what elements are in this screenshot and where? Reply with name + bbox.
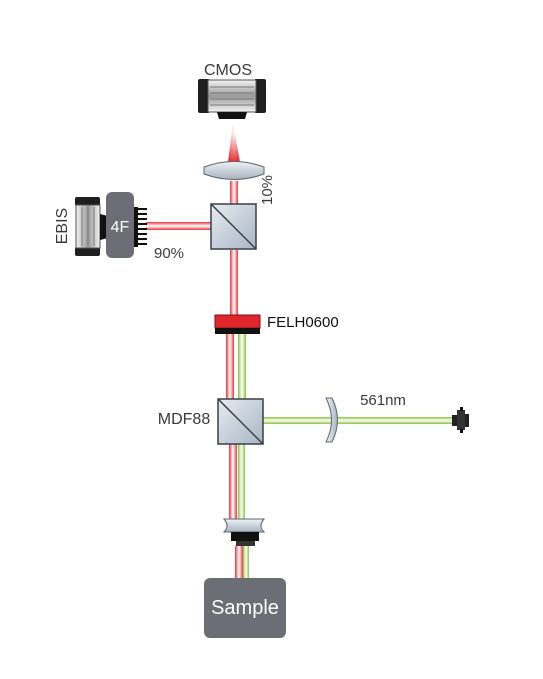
cmos-camera (198, 79, 266, 119)
long-pass-filter (214, 314, 261, 334)
green-beam-laser (263, 417, 455, 424)
focus-cone (228, 124, 240, 162)
laser-wavelength-label: 561nm (360, 392, 406, 409)
ebis-grating-icon (134, 207, 147, 247)
cmos-label: CMOS (204, 62, 252, 79)
laser-lens (325, 397, 338, 443)
ninety-percent-label: 90% (154, 245, 184, 262)
red-beam-to-ebis (146, 222, 212, 230)
green-beam-mid (238, 333, 246, 399)
four-f-label: 4F (111, 219, 130, 236)
red-beam-filter-to-cube (230, 250, 238, 316)
green-beam-lower (238, 444, 245, 524)
ebis-camera (75, 197, 108, 256)
sample-stage (204, 578, 286, 638)
dichroic-cube (217, 398, 264, 445)
dichroic-label: MDF88 (158, 411, 211, 428)
red-beam-sample (235, 546, 243, 604)
four-f-module (106, 192, 134, 258)
filter-label: FELH0600 (267, 314, 339, 331)
ebis-label: EBIS (54, 208, 71, 244)
objective-lens (222, 518, 266, 546)
cmos-lens (203, 161, 265, 180)
beamsplitter-cube-90-10 (210, 203, 257, 250)
fiber-connector-icon (452, 407, 469, 433)
sample-label: Sample (211, 597, 279, 619)
green-beam-sample (243, 546, 249, 604)
red-beam-upper (230, 181, 238, 205)
ten-percent-label: 10% (259, 175, 276, 205)
red-beam-lower (229, 444, 237, 524)
red-beam-mid (226, 333, 234, 399)
